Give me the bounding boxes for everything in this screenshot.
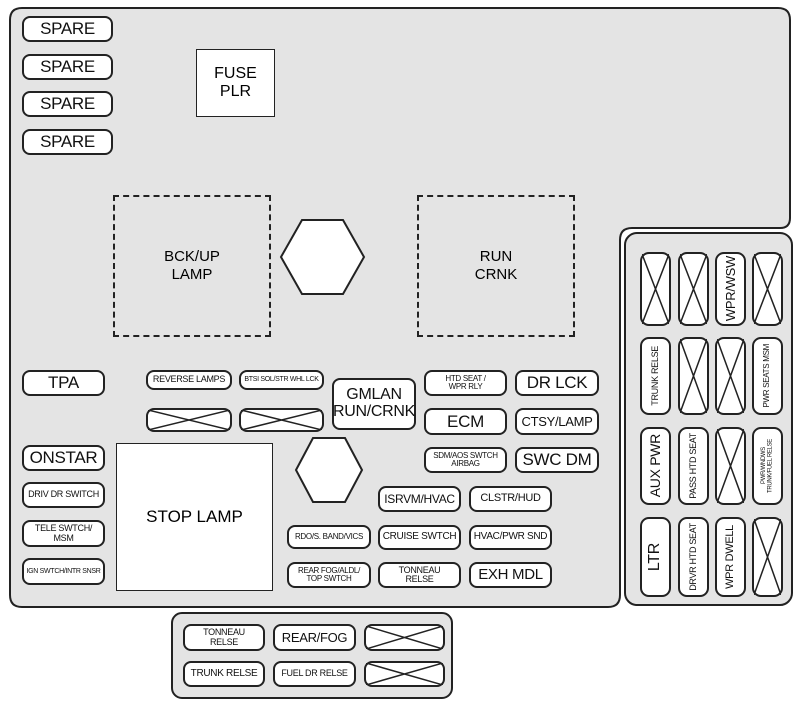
fuse-sdm-airbag: SDM/AOS SWTCH AIRBAG [424, 447, 507, 473]
empty-fuse-slot [364, 624, 445, 651]
cross-icon [680, 254, 707, 324]
fuse-swc-dm: SWC DM [515, 447, 599, 473]
fuse-trunk-relse-bottom: TRUNK RELSE [183, 661, 265, 687]
empty-fuse-slot [239, 408, 324, 432]
fuse-pwr-seats-msm: PWR SEATS MSM [752, 337, 783, 415]
relay-stop-lamp: STOP LAMP [116, 443, 273, 591]
fuse-gmlan-run-crnk: GMLAN RUN/CRNK [332, 378, 416, 430]
fuse-label: TRUNK RELSE [649, 346, 660, 406]
fuse-wpr-wsw: WPR/WSW [715, 252, 746, 326]
fuse-tele-swtch: TELE SWTCH/ MSM [22, 520, 105, 547]
fuse-clstr-hud: CLSTR/HUD [469, 486, 552, 512]
fuse-tonneau-relse: TONNEAU RELSE [378, 562, 461, 588]
empty-fuse-slot [678, 252, 709, 326]
cross-icon [148, 410, 230, 430]
fuse-spare-3: SPARE [22, 91, 113, 117]
fuse-exh-mdl: EXH MDL [469, 562, 552, 588]
cross-icon [680, 339, 707, 413]
cross-icon [754, 254, 781, 324]
cross-icon [241, 410, 322, 430]
cross-icon [717, 429, 744, 503]
fuse-ign-swtch: IGN SWTCH/INTR SNSR [22, 558, 105, 585]
fuse-rear-fog: REAR/FOG [273, 624, 356, 651]
fuse-spare-1: SPARE [22, 16, 113, 42]
fuse-dr-lck: DR LCK [515, 370, 599, 396]
fuse-label: WPR DWELL [723, 525, 736, 589]
fuse-tpa: TPA [22, 370, 105, 396]
fuse-htd-seat-wpr-rly: HTD SEAT / WPR RLY [424, 370, 507, 396]
relay-run-crnk: RUN CRNK [417, 195, 575, 337]
cross-icon [754, 519, 781, 595]
fuse-pwr-wndws-trunk-fuel: PWR/WNDWS TRUNK/FUEL RELSE [752, 427, 783, 505]
cross-icon [366, 663, 443, 685]
fuse-cruise-swtch: CRUISE SWTCH [378, 525, 461, 550]
empty-fuse-slot [146, 408, 232, 432]
empty-fuse-slot [752, 252, 783, 326]
empty-fuse-slot [715, 427, 746, 505]
fuse-drvr-htd-seat: DRVR HTD SEAT [678, 517, 709, 597]
empty-fuse-slot [715, 337, 746, 415]
fuse-rdo-band-vics: RDO/S. BAND/VICS [287, 525, 371, 549]
fuse-label: WPR/WSW [722, 256, 738, 322]
empty-fuse-slot [678, 337, 709, 415]
fuse-pass-htd-seat: PASS HTD SEAT [678, 427, 709, 505]
fuse-label: PWR SEATS MSM [762, 344, 772, 408]
fuse-wpr-dwell: WPR DWELL [715, 517, 746, 597]
relay-bckup-lamp: BCK/UP LAMP [113, 195, 271, 337]
fuse-rear-fog-aldl: REAR FOG/ALDL/ TOP SWTCH [287, 562, 371, 588]
fuse-label: LTR [646, 542, 664, 572]
fuse-trunk-relse: TRUNK RELSE [640, 337, 671, 415]
fuse-aux-pwr: AUX PWR [640, 427, 671, 505]
fuse-label: AUX PWR [647, 434, 664, 498]
fuse-isrvm-hvac: ISRVM/HVAC [378, 486, 461, 512]
fuse-label: PASS HTD SEAT [687, 433, 698, 499]
fuse-tonneau-relse-bottom: TONNEAU RELSE [183, 624, 265, 651]
cross-icon [366, 626, 443, 649]
empty-fuse-slot [640, 252, 671, 326]
fuse-label: DRVR HTD SEAT [687, 523, 698, 591]
cross-icon [642, 254, 669, 324]
fuse-btsi: BTSI SOL/STR WHL LCK [239, 370, 324, 390]
fuse-spare-4: SPARE [22, 129, 113, 155]
fuse-ltr: LTR [640, 517, 671, 597]
fuse-spare-2: SPARE [22, 54, 113, 80]
fuse-fuel-dr-relse: FUEL DR RELSE [273, 661, 356, 687]
fuse-reverse-lamps: REVERSE LAMPS [146, 370, 232, 390]
fuse-hvac-pwr-snd: HVAC/PWR SND [469, 525, 552, 550]
fuse-ecm: ECM [424, 408, 507, 435]
empty-fuse-slot [364, 661, 445, 687]
fuse-ctsy-lamp: CTSY/LAMP [515, 408, 599, 435]
cross-icon [717, 339, 744, 413]
fuse-onstar: ONSTAR [22, 445, 105, 471]
fuse-driv-dr-switch: DRIV DR SWITCH [22, 482, 105, 508]
fuse-label: PWR/WNDWS TRUNK/FUEL RELSE [761, 439, 774, 493]
empty-fuse-slot [752, 517, 783, 597]
fuse-plr: FUSE PLR [196, 49, 275, 117]
